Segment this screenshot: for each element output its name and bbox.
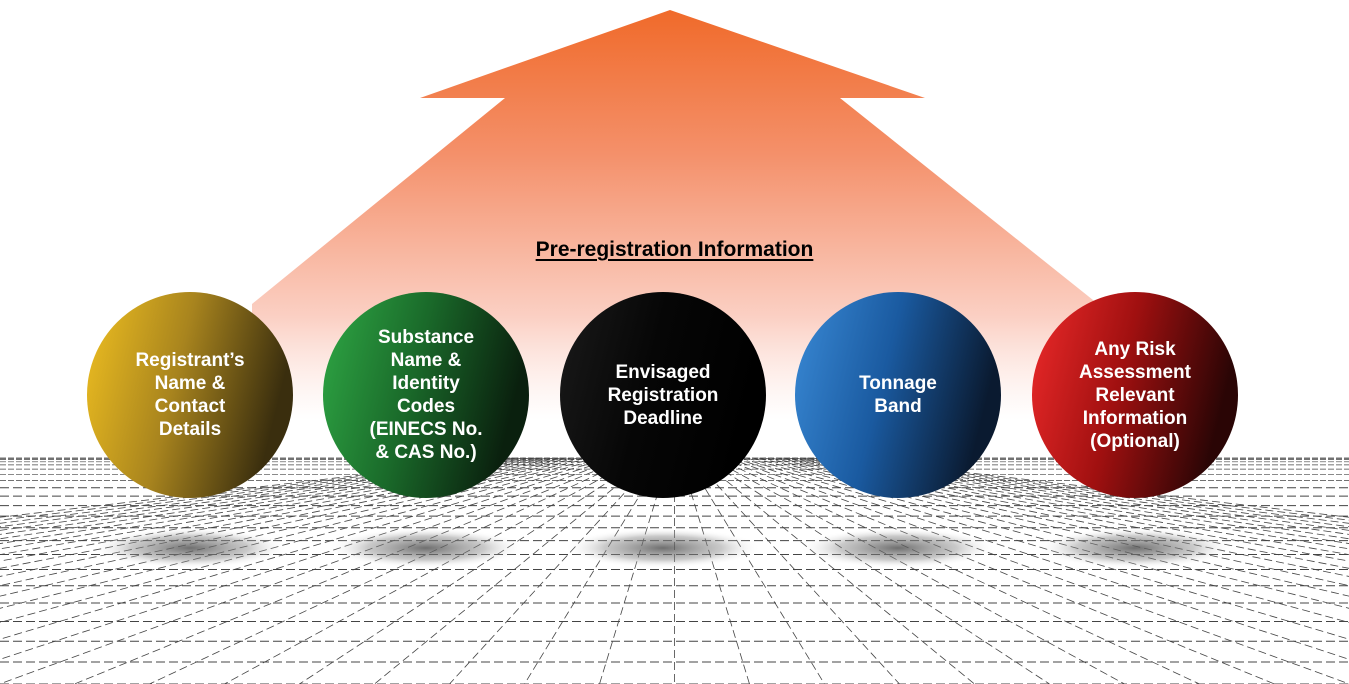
grid-line-converging xyxy=(698,457,975,684)
sphere-label-line: Information xyxy=(1082,407,1188,429)
grid-line-converging xyxy=(0,457,573,569)
grid-line-converging xyxy=(800,457,1349,544)
sphere-label-line: Relevant xyxy=(1095,384,1175,406)
sphere-label-line: Substance xyxy=(377,327,475,348)
grid-line-converging xyxy=(818,457,1349,531)
grid-line-converging xyxy=(692,457,900,684)
grid-line-converging xyxy=(728,457,1349,684)
sphere-label-line: & CAS No.) xyxy=(375,442,477,463)
sphere-shadows xyxy=(92,528,1233,568)
grid-line-converging xyxy=(149,457,633,684)
grid-line-converging xyxy=(0,457,621,684)
grid-line-converging xyxy=(734,457,1349,660)
grid-line-converging xyxy=(794,457,1349,550)
sphere-label-line: Assessment xyxy=(1079,361,1191,383)
grid-line-converging xyxy=(812,457,1349,535)
grid-line-converging xyxy=(776,457,1349,569)
grid-line-converging xyxy=(224,457,639,684)
grid-line-converging xyxy=(0,457,585,587)
grid-line-converging xyxy=(806,457,1349,540)
grid-line-converging xyxy=(710,457,1125,684)
sphere-label-line: (EINECS No. xyxy=(369,419,483,440)
grid-line-converging xyxy=(0,457,561,556)
sphere-label-line: Registrant’s xyxy=(135,350,245,371)
grid-line-converging xyxy=(524,457,663,684)
grid-line-converging xyxy=(0,457,519,524)
grid-line-converging xyxy=(0,457,555,550)
sphere-label-line: (Optional) xyxy=(1090,430,1180,452)
grid-line-converging xyxy=(722,457,1275,684)
grid-line-converging xyxy=(0,457,603,623)
sphere-label-line: Tonnage xyxy=(859,373,937,394)
sphere-label-line: Envisaged xyxy=(615,361,711,383)
sphere-2 xyxy=(323,292,529,498)
grid-line-converging xyxy=(764,457,1349,587)
grid-line-converging xyxy=(842,457,1349,518)
grid-line-converging xyxy=(686,457,825,684)
grid-line-converging xyxy=(782,457,1349,562)
grid-line-converging xyxy=(0,457,525,528)
sphere-label-line: Name & xyxy=(154,373,226,394)
grid-line-converging xyxy=(0,457,591,597)
sphere-shadow xyxy=(92,528,288,568)
sphere-label-line: Identity xyxy=(392,373,460,394)
grid-line-converging xyxy=(704,457,1050,684)
sphere-shadow xyxy=(800,528,996,568)
grid-line-converging xyxy=(0,457,549,544)
grid-line-converging xyxy=(770,457,1349,577)
grid-line-converging xyxy=(0,457,567,562)
sphere-label-line: Deadline xyxy=(623,407,703,429)
grid-line-converging xyxy=(740,457,1349,640)
sphere-label-line: Name & xyxy=(390,350,462,371)
sphere-shadow xyxy=(565,528,761,568)
sphere-1 xyxy=(87,292,293,498)
grid-line-converging xyxy=(0,457,531,531)
sphere-shadow xyxy=(1037,528,1233,568)
grid-line-converging xyxy=(299,457,645,684)
diagram-title: Pre-registration Information xyxy=(535,238,814,261)
sphere-shadow xyxy=(328,528,524,568)
sphere-3 xyxy=(560,292,766,498)
grid-line-converging xyxy=(746,457,1349,623)
grid-line-converging xyxy=(680,457,750,684)
sphere-4 xyxy=(795,292,1001,498)
grid-line-converging xyxy=(0,457,615,660)
grid-line-converging xyxy=(788,457,1349,556)
grid-line-converging xyxy=(0,457,597,609)
sphere-5 xyxy=(1032,292,1238,498)
grid-line-converging xyxy=(0,457,609,640)
sphere-label-line: Registration xyxy=(607,384,719,406)
sphere-label-line: Codes xyxy=(396,396,456,417)
grid-line-converging xyxy=(752,457,1349,609)
sphere-label-line: Any Risk xyxy=(1094,338,1176,360)
grid-line-converging xyxy=(0,457,579,577)
grid-line-converging xyxy=(716,457,1200,684)
grid-line-converging xyxy=(824,457,1349,528)
grid-line-converging xyxy=(758,457,1349,597)
grid-line-converging xyxy=(74,457,627,684)
grid-line-converging xyxy=(0,457,543,540)
sphere-label-line: Contact xyxy=(154,396,226,417)
sphere-label-line: Details xyxy=(158,419,222,440)
grid-line-converging xyxy=(449,457,657,684)
sphere-label-line: Band xyxy=(874,396,922,417)
grid-line-converging xyxy=(0,457,537,535)
sphere-group xyxy=(87,292,1238,498)
